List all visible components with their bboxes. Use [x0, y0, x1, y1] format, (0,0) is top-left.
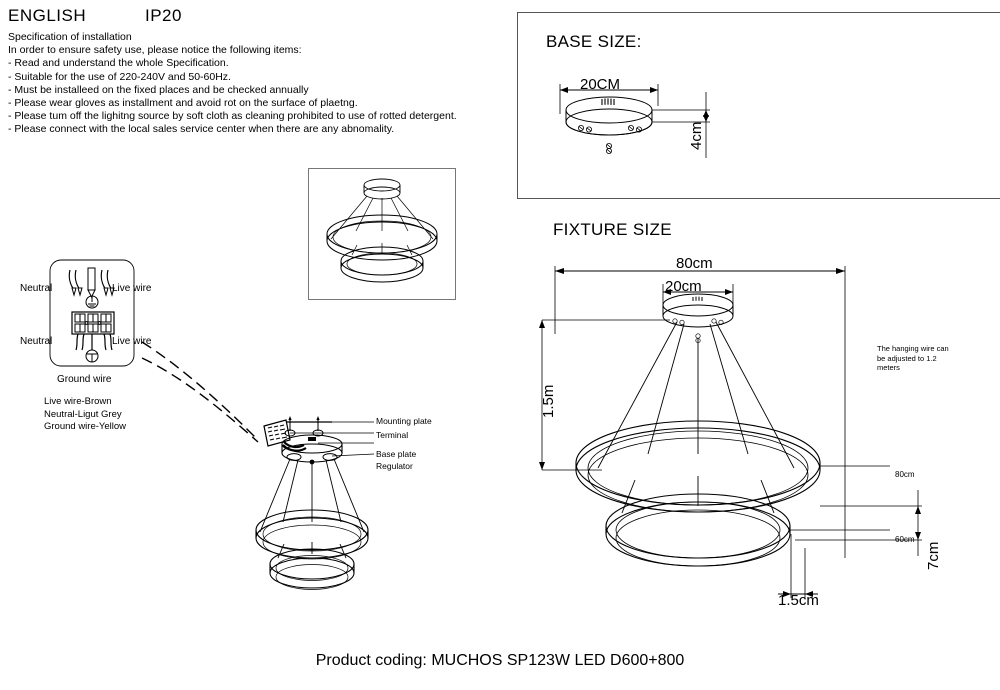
wiring-label-neutral-top: Neutral: [20, 283, 53, 294]
ring-thickness-label: 1.5cm: [778, 592, 819, 609]
product-coding: Product coding: MUCHOS SP123W LED D600+8…: [315, 652, 685, 669]
product-image-box: [308, 168, 456, 300]
callout-regulator: Regulator: [376, 461, 413, 471]
language-label: ENGLISH: [8, 6, 87, 25]
wiring-terminal-diagram: [48, 258, 144, 376]
wire-routing-curves: [140, 336, 290, 451]
base-size-drawing: [528, 66, 758, 186]
fixture-canopy-label: 20cm: [665, 278, 702, 295]
divider-middle: [517, 198, 1000, 199]
wiring-label-live-top: Live wire: [112, 283, 152, 294]
ring-large-leader-label: 80cm: [895, 470, 915, 479]
wiring-label-neutral-bottom: Neutral: [20, 336, 53, 347]
divider-vertical: [517, 12, 518, 199]
ip-rating-label: IP20: [145, 6, 182, 25]
fixture-drop-label: 1.5m: [540, 384, 557, 418]
wire-color-legend: Live wire-Brown Neutral-Ligut Grey Groun…: [44, 396, 127, 432]
callout-base-plate: Base plate: [376, 449, 417, 459]
base-diameter-label: 20CM: [580, 76, 621, 93]
callout-terminal: Terminal: [376, 430, 409, 440]
wiring-label-ground: Ground wire: [57, 374, 112, 385]
fixture-outer-label: 80cm: [676, 255, 713, 272]
divider-top: [517, 12, 1000, 13]
assembly-drawing: [255, 412, 436, 617]
ring-gap-label: 7cm: [925, 541, 942, 570]
specification-text: Specification of installation In order t…: [8, 31, 457, 136]
ring-small-leader-label: 60cm: [895, 535, 915, 544]
wiring-label-live-bottom: Live wire: [112, 336, 152, 347]
fixture-size-drawing: [530, 258, 950, 618]
base-height-label: 4cm: [688, 121, 705, 150]
base-size-title: BASE SIZE:: [546, 32, 642, 51]
hanging-wire-note: The hanging wire can be adjusted to 1.2 …: [877, 344, 949, 372]
fixture-size-title: FIXTURE SIZE: [553, 220, 672, 239]
callout-mounting-plate: Mounting plate: [376, 416, 432, 426]
